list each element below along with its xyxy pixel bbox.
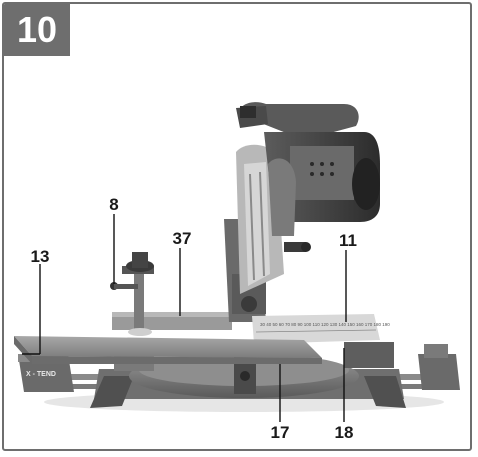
workpiece-clamp [110, 252, 154, 336]
miter-saw-illustration: X - TEND [14, 102, 460, 442]
callout-18: 18 [335, 423, 354, 442]
motor-housing [236, 102, 380, 252]
x-tend-label: X - TEND [26, 371, 56, 378]
scale-ticks-text: 30 40 50 60 70 80 90 100 110 120 130 140… [260, 322, 390, 327]
figure-frame: 10 X - TEND [2, 2, 472, 451]
figure-number-badge: 10 [4, 4, 70, 56]
fence [112, 316, 232, 330]
callout-8: 8 [109, 195, 118, 214]
miter-scale: 30 40 50 60 70 80 90 100 110 120 130 140… [252, 314, 390, 344]
workpiece [14, 336, 322, 364]
callout-13: 13 [31, 247, 50, 266]
callout-37: 37 [173, 229, 192, 248]
callout-17: 17 [271, 423, 290, 442]
callout-11: 11 [339, 231, 357, 250]
